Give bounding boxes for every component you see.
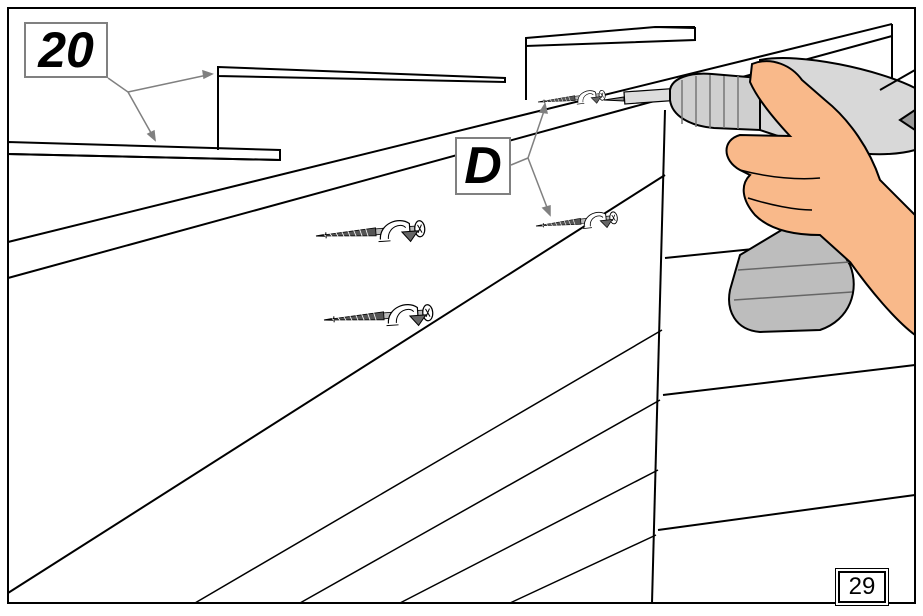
screw-icon [537, 89, 606, 109]
part-label-20: 20 [24, 22, 108, 78]
drill-bit [604, 88, 677, 104]
screw-icon [315, 219, 425, 248]
step-number: 29 [838, 571, 886, 603]
drawer-lines [195, 330, 662, 603]
hardware-label-d: D [455, 137, 511, 195]
screw-icon [323, 303, 433, 332]
